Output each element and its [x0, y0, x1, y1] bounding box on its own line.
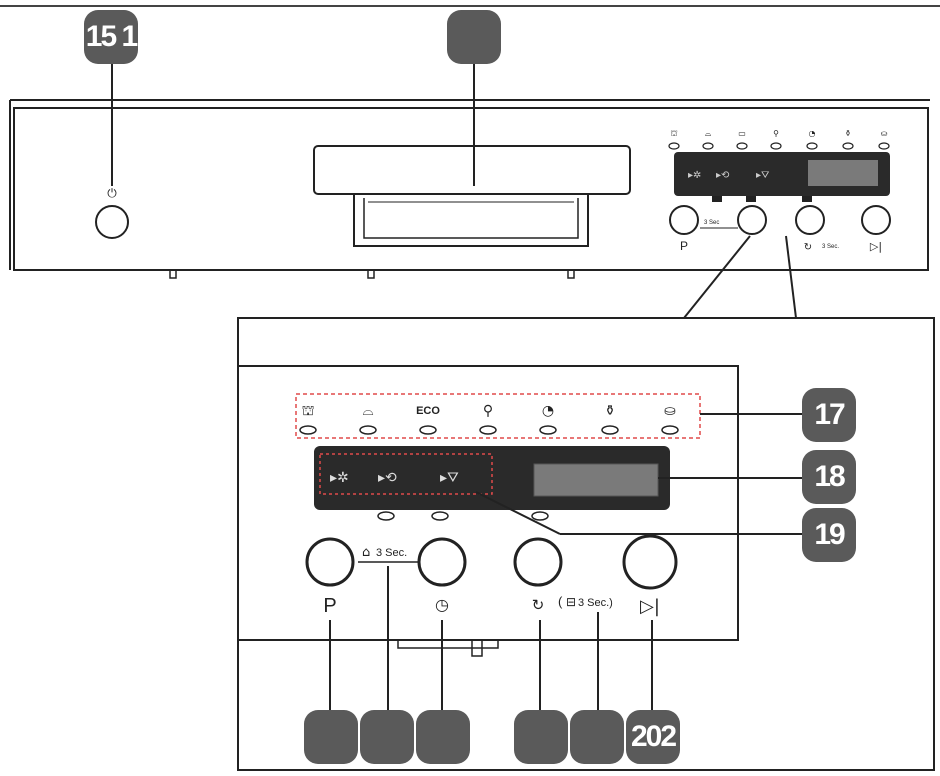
- program-lamp-6: [601, 425, 619, 435]
- svg-text:▸⟲: ▸⟲: [716, 170, 730, 181]
- overview-panel: ⏻ ⛫ ⌓ ▭ ⚲ ◔ ⚱ ⛀ ▸✲ ▸⟲ ▸⛛ P 3 Sec: [9, 56, 930, 319]
- overview-power-button[interactable]: [95, 205, 129, 239]
- prewash-indicator: ▸✲: [330, 470, 349, 486]
- overview-lamp-1: [668, 142, 680, 150]
- program-button[interactable]: [305, 537, 355, 587]
- overview-3sec-label: 3 Sec: [704, 220, 719, 226]
- eco-label: ECO: [416, 405, 440, 417]
- half-load-icon: ⊟: [566, 595, 576, 609]
- rinse-indicator: ▸⟲: [378, 470, 397, 486]
- overview-program-icon-3: ▭: [738, 129, 746, 138]
- callout-19: 19: [802, 508, 856, 562]
- callout-bottom-5: [570, 710, 624, 764]
- overview-delay-button[interactable]: [737, 205, 767, 235]
- detail-panel: ⛫ ⌓ ⚲ ◔ ⚱ ⛀ ECO ▸✲ ▸⟲ ▸⛛ P ⌂ 3 Sec. ◷: [237, 317, 935, 771]
- overview-program-icon-4: ⚲: [773, 129, 779, 138]
- detail-indicator-row: ⛫ ⌓ ⚲ ◔ ⚱ ⛀: [299, 403, 679, 435]
- overview-start-button[interactable]: [861, 205, 891, 235]
- overview-program-icon-6: ⚱: [845, 129, 852, 138]
- overview-lamp-6: [842, 142, 854, 150]
- program-lamp-7: [661, 425, 679, 435]
- child-lock-3sec-label: 3 Sec.: [376, 547, 407, 559]
- overview-lamp-3: [736, 142, 748, 150]
- overview-function-icon: ↻: [804, 242, 812, 253]
- callout-bottom-3: [416, 710, 470, 764]
- program-lamp-1: [299, 425, 317, 435]
- function-button[interactable]: [513, 537, 563, 587]
- overview-start-icon: ▷|: [870, 240, 882, 253]
- program-lamp-3: [419, 425, 437, 435]
- delay-button[interactable]: [417, 537, 467, 587]
- svg-text:▸✲: ▸✲: [688, 170, 701, 181]
- overview-lamp-7: [878, 142, 890, 150]
- callout-17: 17: [802, 388, 856, 442]
- overview-power-icon: ⏻: [107, 186, 117, 200]
- indicator-group-outline: [295, 393, 701, 439]
- water-indicator: ▸⛛: [440, 470, 459, 486]
- program-icon-1: ⛫: [302, 403, 315, 419]
- program-icon-2: ⌓: [362, 403, 373, 419]
- program-lamp-4: [479, 425, 497, 435]
- callout-bottom-2: [360, 710, 414, 764]
- overview-indicator-row: ⛫ ⌓ ▭ ⚲ ◔ ⚱ ⛀: [668, 129, 890, 150]
- overview-program-label: P: [680, 239, 688, 253]
- callout-bottom-1: [304, 710, 358, 764]
- start-pause-button[interactable]: [622, 534, 678, 590]
- door-handle[interactable]: [313, 145, 631, 247]
- program-icon-6: ⚱: [604, 403, 616, 419]
- overview-display: ▸✲ ▸⟲ ▸⛛: [674, 152, 890, 196]
- detail-display: ▸✲ ▸⟲ ▸⛛: [314, 446, 670, 510]
- svg-text:▸⛛: ▸⛛: [756, 170, 770, 181]
- overview-lamp-2: [702, 142, 714, 150]
- overview-lamp-4: [770, 142, 782, 150]
- callout-20: 202: [626, 710, 680, 764]
- program-icon-5: ◔: [542, 403, 554, 419]
- lock-icon: ⌂: [362, 545, 370, 560]
- program-icon-7: ⛀: [664, 403, 676, 419]
- overview-program-icon-2: ⌓: [705, 129, 712, 138]
- overview-program-icon-7: ⛀: [881, 129, 888, 138]
- overview-program-icon-5: ◔: [809, 129, 816, 138]
- overview-program-icon-1: ⛫: [670, 129, 677, 138]
- paren-open: (: [558, 594, 563, 609]
- overview-function-button[interactable]: [795, 205, 825, 235]
- overview-lamp-5: [806, 142, 818, 150]
- program-lamp-5: [539, 425, 557, 435]
- overview-program-button[interactable]: [669, 205, 699, 235]
- program-lamp-2: [359, 425, 377, 435]
- overview-3sec-paren-label: 3 Sec.: [822, 244, 839, 250]
- digital-readout: [533, 463, 659, 497]
- start-pause-icon: ▷|: [640, 596, 660, 617]
- callout-16: [447, 10, 501, 64]
- program-label: P: [323, 595, 336, 617]
- half-load-3sec-label: 3 Sec.): [578, 597, 613, 609]
- callout-bottom-4: [514, 710, 568, 764]
- callout-18: 18: [802, 450, 856, 504]
- leader-line-19: [475, 491, 561, 535]
- delay-clock-icon: ◷: [435, 595, 449, 614]
- callout-15: 15 1: [84, 10, 138, 64]
- program-icon-4: ⚲: [483, 403, 493, 419]
- function-icon: ↻: [532, 596, 545, 614]
